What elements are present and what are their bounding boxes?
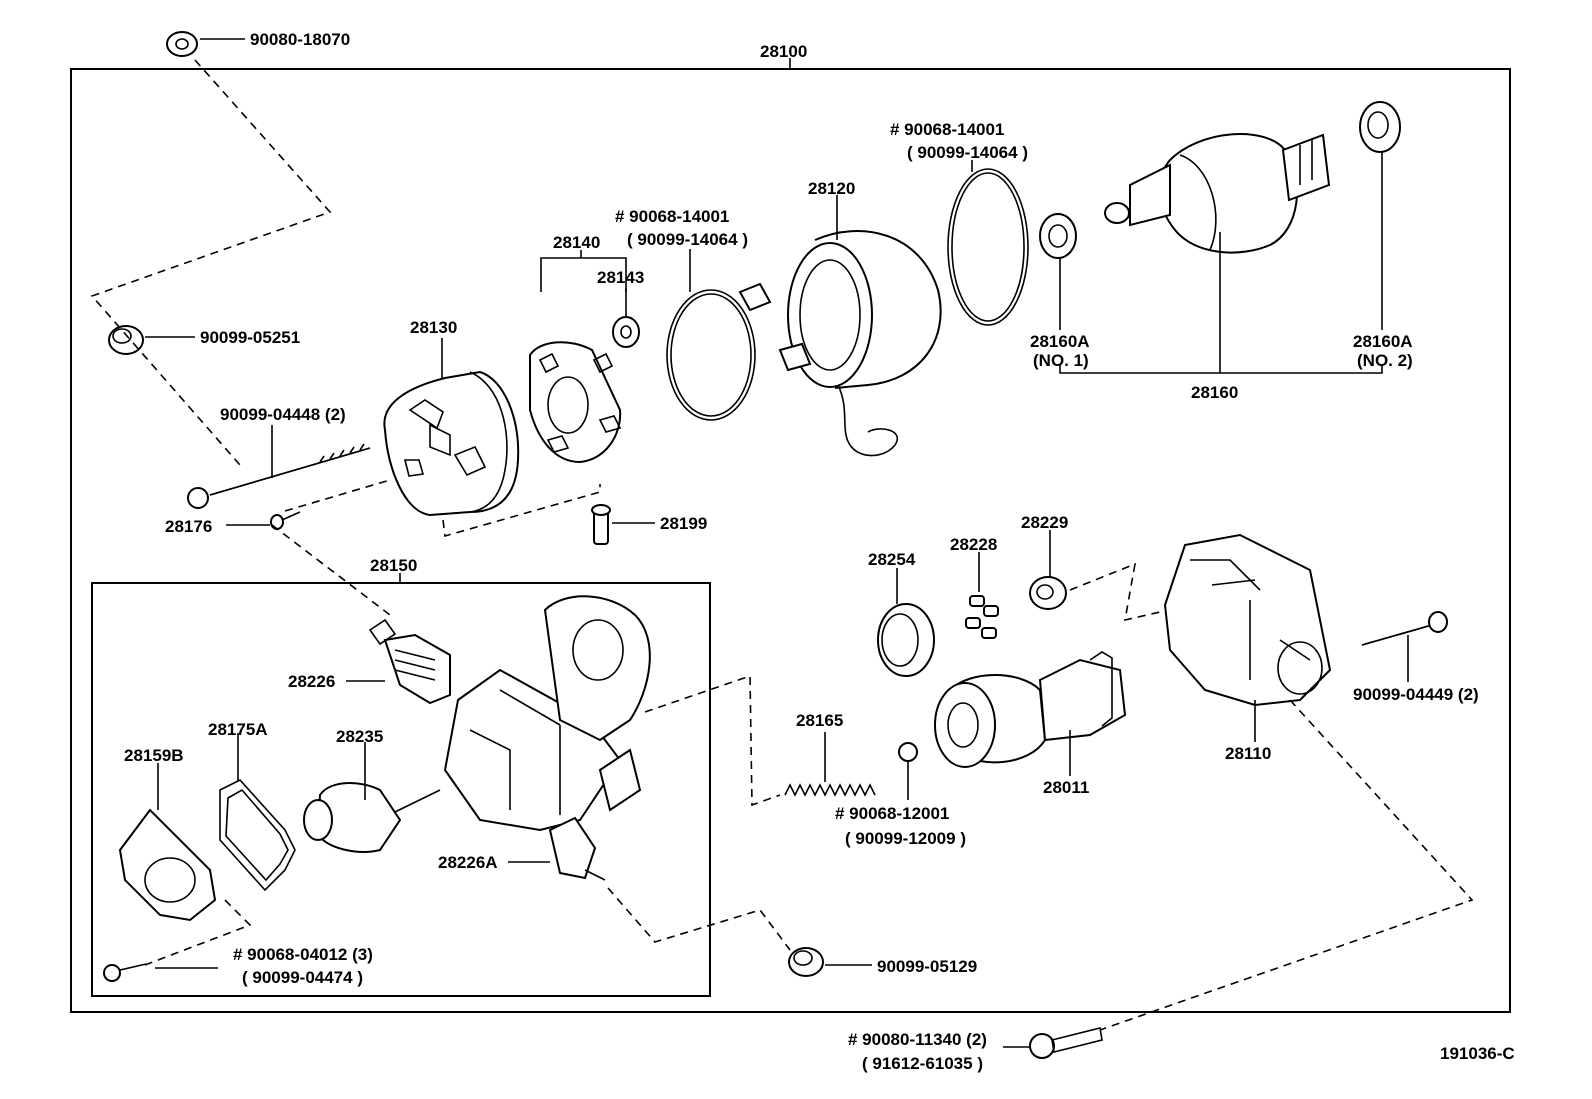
cover-28159B-part [118,808,217,922]
label-90068-04012: # 90068-04012 (3) [233,945,373,964]
spring-28165-part [784,783,876,797]
label-28110: 28110 [1225,744,1271,763]
label-28254: 28254 [868,550,916,569]
label-28226A: 28226A [438,853,498,872]
ball-90068-12001-part [898,742,918,762]
label-90099-05129: 90099-05129 [877,957,977,976]
label-90099-04448: 90099-04448 (2) [220,405,346,424]
label-28175A: 28175A [208,720,268,739]
plunger-28235-part [303,782,441,853]
label-90099-12009: ( 90099-12009 ) [845,829,966,848]
rollers-28228-part [965,595,999,639]
label-28199: 28199 [660,514,707,533]
label-28140: 28140 [553,233,600,252]
label-28160A-no2-note: (NO. 2) [1357,351,1413,370]
label-28160A-no2: 28160A [1353,332,1413,351]
label-28165: 28165 [796,711,843,730]
label-28160A-no1: 28160A [1030,332,1090,351]
o-ring-a-part [666,289,756,421]
bearing-no1-part [1039,213,1077,259]
starter-housing-28110-part [1163,533,1332,707]
cap-90099-05251-part [108,325,144,355]
label-28226: 28226 [288,672,335,691]
brush-holder-28140-part [529,341,622,464]
label-28143: 28143 [597,268,644,287]
armature-28160-part [1104,133,1331,254]
nut-90080-18070-part [166,31,198,57]
screw-28176-part [270,511,301,530]
label-90080-18070: 90080-18070 [250,30,350,49]
o-ring-b-part [947,168,1029,326]
label-28228: 28228 [950,535,997,554]
yoke-28120-part [738,230,942,457]
label-91612-61035: ( 91612-61035 ) [862,1054,983,1073]
label-90068-14001-b: # 90068-14001 [890,120,1004,139]
label-28235: 28235 [336,727,383,746]
label-28229: 28229 [1021,513,1068,532]
idler-gear-28254-part [877,603,935,677]
bolt-90068-04012-part [103,963,147,982]
through-bolt-part [187,443,371,509]
label-90099-05251: 90099-05251 [200,328,300,347]
label-90099-14064-a: ( 90099-14064 ) [627,230,748,249]
label-28120: 28120 [808,179,855,198]
gasket-28175A-part [219,779,296,892]
bearing-28143-part [612,316,640,348]
cap-90099-05129-part [788,947,824,977]
bolt-90099-04449-part [1361,611,1448,646]
retainer-28229-part [1029,576,1067,610]
terminal-28226A-part [548,816,606,881]
label-90068-12001: # 90068-12001 [835,804,949,823]
label-28176: 28176 [165,517,212,536]
sub-assembly-label: 28150 [370,556,417,575]
terminal-28226-part [368,618,451,705]
clutch-28011-part [934,651,1127,768]
end-frame-28130-part [383,370,520,517]
label-90099-14064-b: ( 90099-14064 ) [907,143,1028,162]
label-90099-04474: ( 90099-04474 ) [242,968,363,987]
sub-assembly-frame [91,582,711,997]
assembly-label: 28100 [760,42,807,61]
label-28130: 28130 [410,318,457,337]
bearing-no2-part [1359,101,1401,153]
part-28199 [591,504,611,545]
label-28011: 28011 [1043,778,1089,797]
label-28160: 28160 [1191,383,1238,402]
diagram-code: 191036-C [1440,1044,1515,1063]
label-90080-11340: # 90080-11340 (2) [848,1030,987,1049]
bolt-90080-11340-part [1029,1027,1103,1059]
label-90099-04449: 90099-04449 (2) [1353,685,1479,704]
label-90068-14001-a: # 90068-14001 [615,207,729,226]
magnetic-switch-housing-part [443,595,651,832]
label-28159B: 28159B [124,746,184,765]
label-28160A-no1-note: (NO. 1) [1033,351,1089,370]
